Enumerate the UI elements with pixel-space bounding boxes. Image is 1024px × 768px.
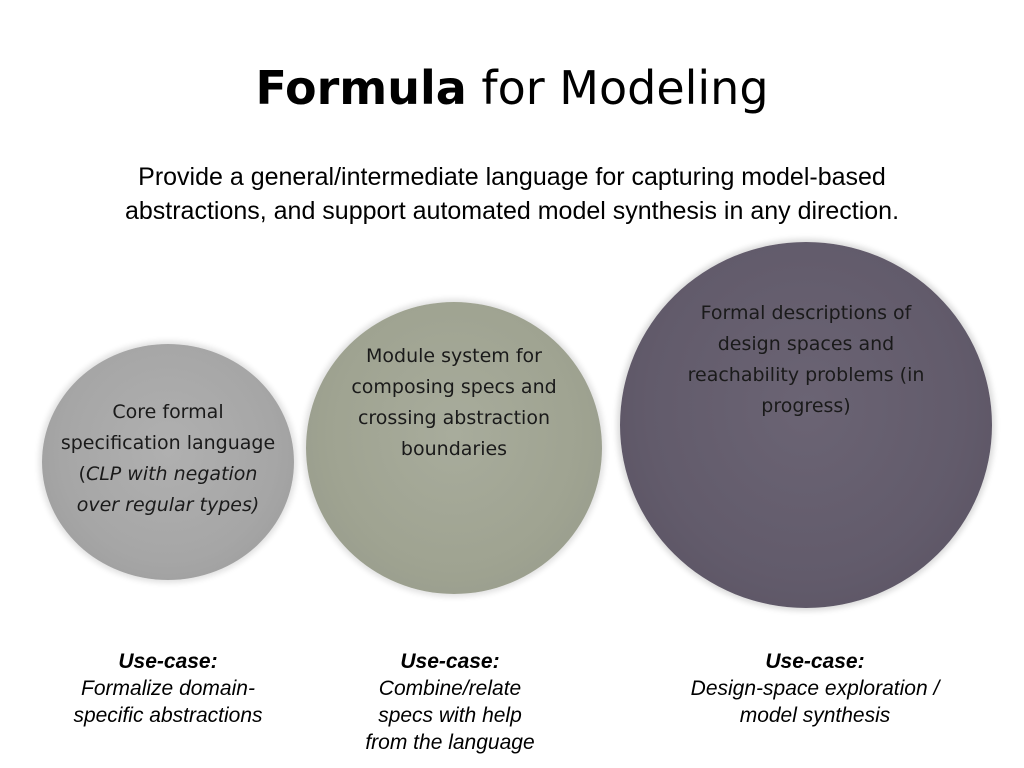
circle-2-line-1: Module system for	[366, 345, 542, 367]
circle-2-line-2: composing specs and	[351, 376, 557, 398]
slide-title: Formula for Modeling	[0, 62, 1024, 115]
circle-core-spec-text: Core formal specification language (CLP …	[61, 397, 275, 521]
slide-subtitle: Provide a general/intermediate language …	[40, 160, 984, 228]
circle-2-line-3: crossing abstraction	[357, 407, 551, 429]
circle-3-line-2: design spaces and	[717, 333, 895, 355]
circle-design-spaces: Formal descriptions of design spaces and…	[620, 242, 992, 608]
subtitle-line-1: Provide a general/intermediate language …	[138, 163, 886, 191]
circle-2-line-4: boundaries	[400, 438, 508, 460]
circle-module-system-text: Module system for composing specs and cr…	[351, 341, 556, 465]
circle-1-line-4: over regular types)	[76, 494, 260, 516]
title-rest: for Modeling	[466, 61, 769, 115]
subtitle-line-2: abstractions, and support automated mode…	[124, 197, 900, 225]
usecase-2-label: Use-case:	[400, 650, 500, 673]
usecase-3: Use-case: Design-space exploration / mod…	[660, 648, 970, 729]
circle-1-line-2: specification language	[60, 432, 276, 454]
usecase-2-line-1: Combine/relate	[378, 677, 522, 700]
usecase-1-label: Use-case:	[118, 650, 218, 673]
usecase-1: Use-case: Formalize domain- specific abs…	[48, 648, 288, 729]
usecase-3-label: Use-case:	[765, 650, 865, 673]
usecase-2-line-3: from the language	[365, 731, 535, 754]
circle-module-system: Module system for composing specs and cr…	[306, 302, 602, 594]
circle-3-line-4: progress)	[761, 395, 851, 417]
usecase-1-line-2: specific abstractions	[73, 704, 263, 727]
usecase-1-line-1: Formalize domain-	[81, 677, 255, 700]
circle-1-line-1: Core formal	[112, 401, 224, 423]
circle-3-line-1: Formal descriptions of	[700, 302, 912, 324]
usecase-2: Use-case: Combine/relate specs with help…	[340, 648, 560, 756]
circle-core-spec: Core formal specification language (CLP …	[42, 344, 294, 580]
circle-3-line-3: reachability problems (in	[687, 364, 925, 386]
usecase-3-line-1: Design-space exploration /	[690, 677, 940, 700]
usecase-3-line-2: model synthesis	[739, 704, 891, 727]
title-bold: Formula	[255, 61, 467, 115]
circle-1-line-3-prefix: (	[78, 463, 86, 485]
usecase-2-line-2: specs with help	[378, 704, 522, 727]
circle-design-spaces-text: Formal descriptions of design spaces and…	[688, 298, 925, 422]
circle-1-line-3: CLP with negation	[85, 463, 258, 485]
